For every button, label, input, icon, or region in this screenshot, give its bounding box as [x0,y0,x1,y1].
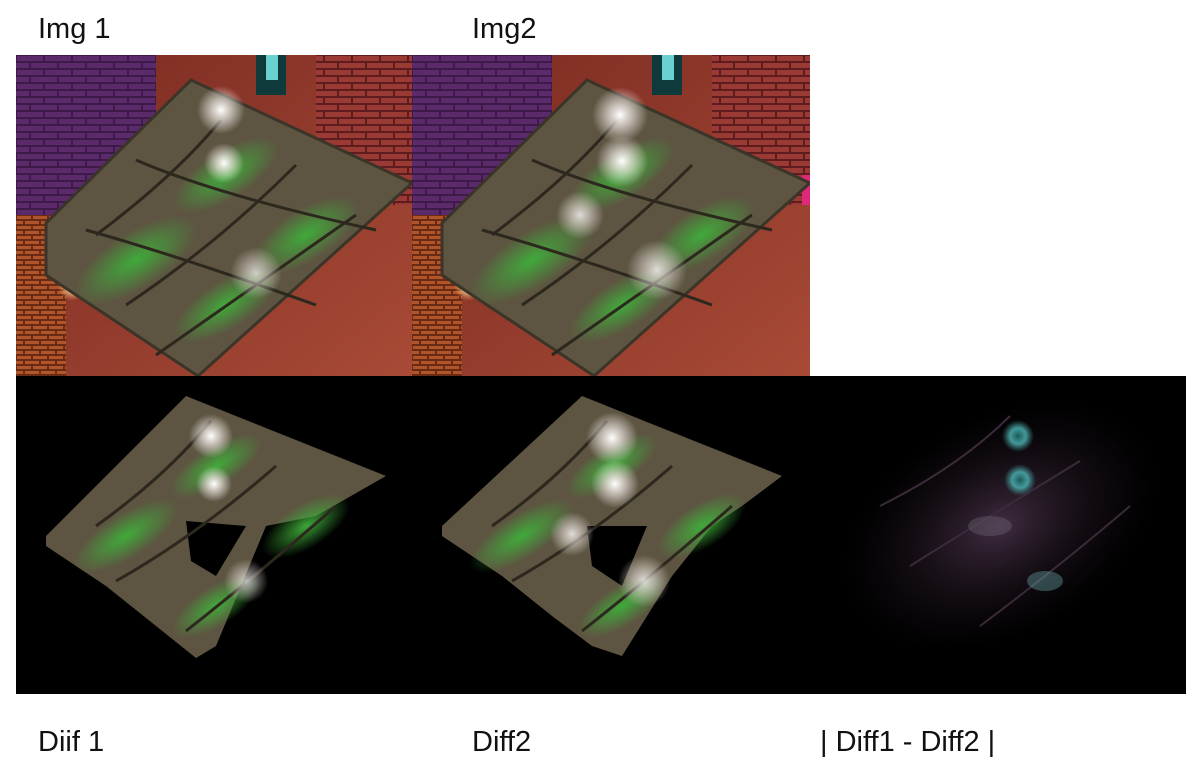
absdiff-panel [810,376,1186,694]
diff2-render [412,376,810,694]
diff1-render [16,376,412,694]
diff-strip [16,376,1186,694]
diff1-panel [16,376,412,694]
img1-label: Img 1 [38,13,111,45]
img1-panel [16,55,412,376]
diff2-panel [412,376,810,694]
img1-render [16,55,412,376]
img2-label: Img2 [472,13,537,45]
img2-render [412,55,810,376]
diff2-label: Diff2 [472,726,532,758]
diff1-label: Diif 1 [38,726,105,758]
absdiff-label: | Diff1 - Diff2 | [820,726,996,758]
img2-panel [412,55,810,376]
absdiff-render [810,376,1186,694]
